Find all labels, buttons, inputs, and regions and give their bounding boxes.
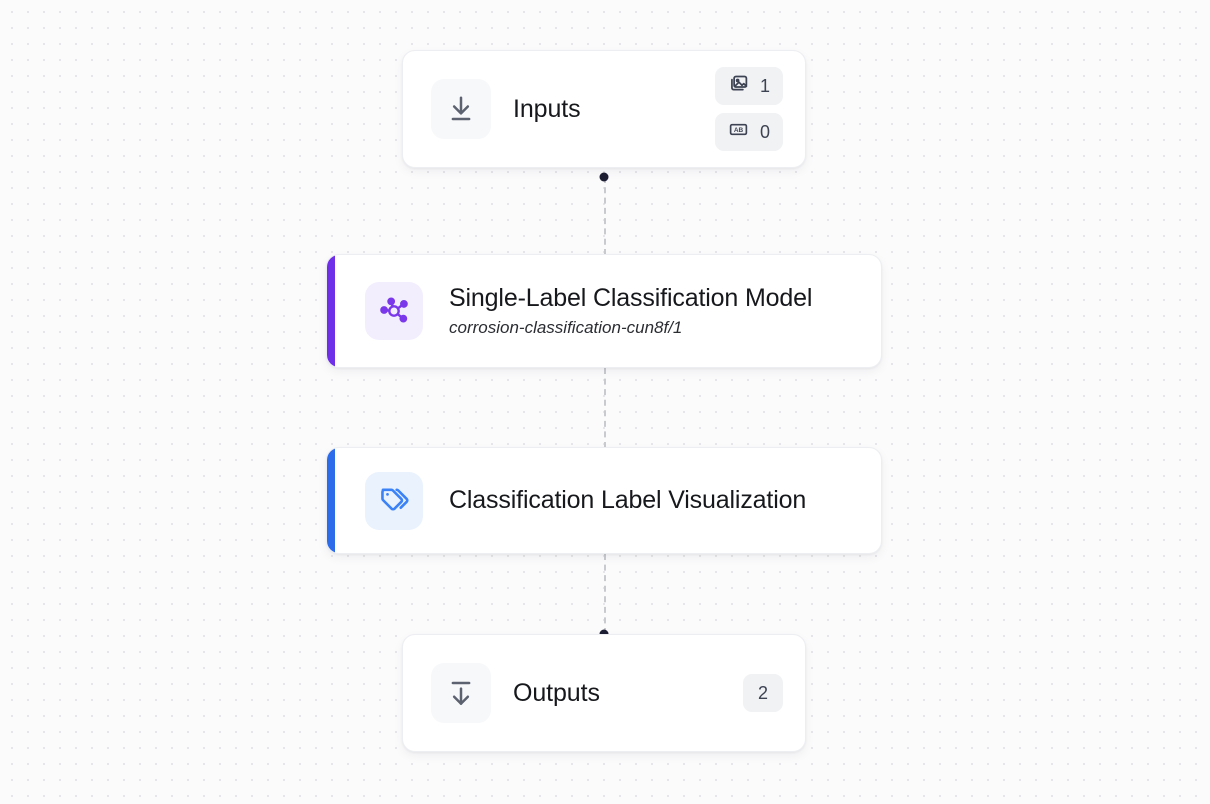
- node-outputs[interactable]: Outputs 2: [402, 634, 806, 752]
- node-inputs-badges: 1 AB 0: [714, 67, 783, 151]
- node-visualization-title: Classification Label Visualization: [449, 486, 807, 515]
- node-visualization-text: Classification Label Visualization: [449, 486, 806, 515]
- edge-model-to-visualization: [604, 368, 606, 448]
- badge-images-count: 1: [759, 75, 770, 96]
- node-inputs[interactable]: Inputs 1 AB: [402, 50, 806, 168]
- node-model-title: Single-Label Classification Model: [449, 283, 813, 312]
- node-outputs-badges: 2: [742, 674, 783, 712]
- node-visualization[interactable]: Classification Label Visualization: [326, 447, 882, 554]
- badge-outputs-count: 2: [757, 682, 768, 703]
- node-model-text: Single-Label Classification Model corros…: [449, 284, 812, 339]
- node-model-subtitle: corrosion-classification-cun8f/1: [449, 318, 683, 338]
- download-icon: [431, 79, 491, 139]
- text-ab-icon: AB: [728, 119, 749, 145]
- node-inputs-title: Inputs: [513, 94, 581, 123]
- node-model[interactable]: Single-Label Classification Model corros…: [326, 254, 882, 368]
- node-outputs-title: Outputs: [513, 678, 600, 707]
- edge-visualization-to-outputs: [604, 554, 606, 634]
- svg-text:AB: AB: [734, 127, 744, 134]
- tags-icon: [365, 471, 423, 530]
- badge-text[interactable]: AB 0: [714, 113, 783, 151]
- images-icon: [728, 73, 749, 99]
- badge-images[interactable]: 1: [714, 67, 783, 105]
- node-model-body: Single-Label Classification Model corros…: [335, 282, 881, 340]
- export-down-icon: [431, 663, 491, 723]
- inputs-output-port[interactable]: [599, 172, 609, 182]
- badge-text-count: 0: [759, 121, 770, 142]
- node-model-accent-bar: [327, 255, 335, 367]
- model-network-icon: [365, 282, 423, 340]
- node-visualization-accent-bar: [327, 448, 335, 553]
- node-visualization-body: Classification Label Visualization: [335, 471, 881, 530]
- edge-inputs-to-model: [604, 177, 606, 255]
- badge-outputs-count-wrap[interactable]: 2: [742, 674, 783, 712]
